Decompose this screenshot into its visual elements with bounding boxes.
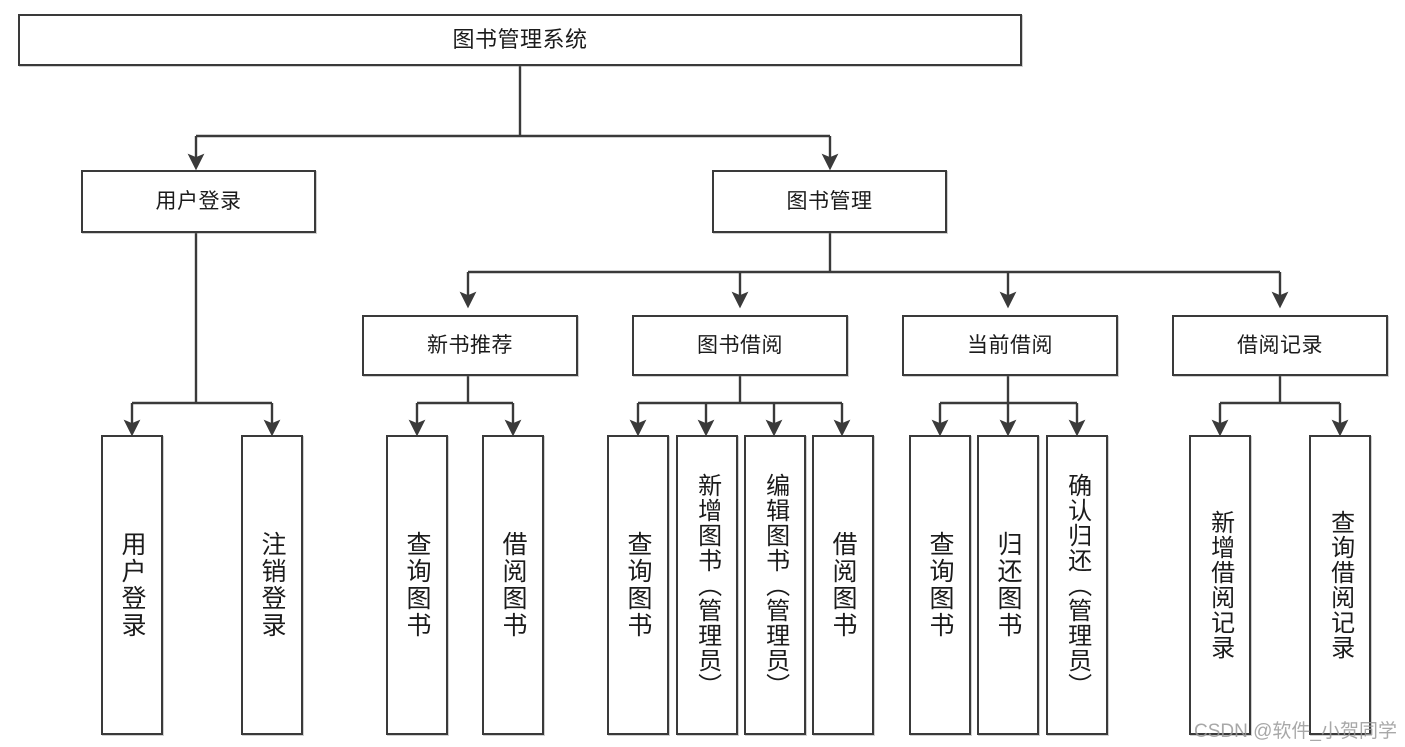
node-leaf-user-login[interactable]: 用户登录 — [101, 435, 163, 735]
node-leaf-add-record-label: 新增借阅记录 — [1206, 510, 1234, 660]
node-leaf-return-book[interactable]: 归还图书 — [977, 435, 1039, 735]
node-leaf-query-book-3-label: 查询图书 — [926, 531, 954, 639]
node-leaf-query-record[interactable]: 查询借阅记录 — [1309, 435, 1371, 735]
node-new-book-recommend-label: 新书推荐 — [427, 333, 513, 357]
node-user-login-label: 用户登录 — [155, 189, 242, 213]
node-leaf-borrow-book-2[interactable]: 借阅图书 — [812, 435, 874, 735]
node-leaf-confirm-return-label: 确认归还（管理员） — [1063, 472, 1091, 698]
node-borrow-record[interactable]: 借阅记录 — [1172, 315, 1388, 376]
node-leaf-user-login-label: 用户登录 — [118, 531, 146, 639]
node-leaf-return-book-label: 归还图书 — [994, 531, 1022, 639]
node-leaf-confirm-return[interactable]: 确认归还（管理员） — [1046, 435, 1108, 735]
node-book-manage[interactable]: 图书管理 — [712, 170, 947, 233]
node-leaf-add-book[interactable]: 新增图书（管理员） — [676, 435, 738, 735]
node-leaf-query-record-label: 查询借阅记录 — [1326, 510, 1354, 660]
node-current-borrow-label: 当前借阅 — [967, 333, 1053, 357]
node-leaf-add-book-label: 新增图书（管理员） — [693, 472, 721, 698]
node-root-label: 图书管理系统 — [452, 26, 588, 52]
node-leaf-edit-book-label: 编辑图书（管理员） — [761, 472, 789, 698]
node-leaf-user-logout-label: 注销登录 — [258, 531, 286, 639]
node-leaf-user-logout[interactable]: 注销登录 — [241, 435, 303, 735]
node-book-borrow-label: 图书借阅 — [697, 333, 783, 357]
node-leaf-borrow-book-1-label: 借阅图书 — [499, 531, 527, 639]
node-new-book-recommend[interactable]: 新书推荐 — [362, 315, 578, 376]
node-user-login[interactable]: 用户登录 — [81, 170, 316, 233]
node-leaf-borrow-book-1[interactable]: 借阅图书 — [482, 435, 544, 735]
node-leaf-query-book-1[interactable]: 查询图书 — [386, 435, 448, 735]
node-leaf-query-book-1-label: 查询图书 — [403, 531, 431, 639]
node-book-manage-label: 图书管理 — [786, 189, 873, 213]
node-leaf-add-record[interactable]: 新增借阅记录 — [1189, 435, 1251, 735]
node-leaf-query-book-2-label: 查询图书 — [624, 531, 652, 639]
node-current-borrow[interactable]: 当前借阅 — [902, 315, 1118, 376]
node-borrow-record-label: 借阅记录 — [1237, 333, 1323, 357]
node-root[interactable]: 图书管理系统 — [18, 14, 1022, 66]
node-leaf-query-book-3[interactable]: 查询图书 — [909, 435, 971, 735]
node-leaf-query-book-2[interactable]: 查询图书 — [607, 435, 669, 735]
node-leaf-borrow-book-2-label: 借阅图书 — [829, 531, 857, 639]
watermark: CSDN @软件_小贺同学 — [1194, 721, 1397, 742]
node-book-borrow[interactable]: 图书借阅 — [632, 315, 848, 376]
node-leaf-edit-book[interactable]: 编辑图书（管理员） — [744, 435, 806, 735]
